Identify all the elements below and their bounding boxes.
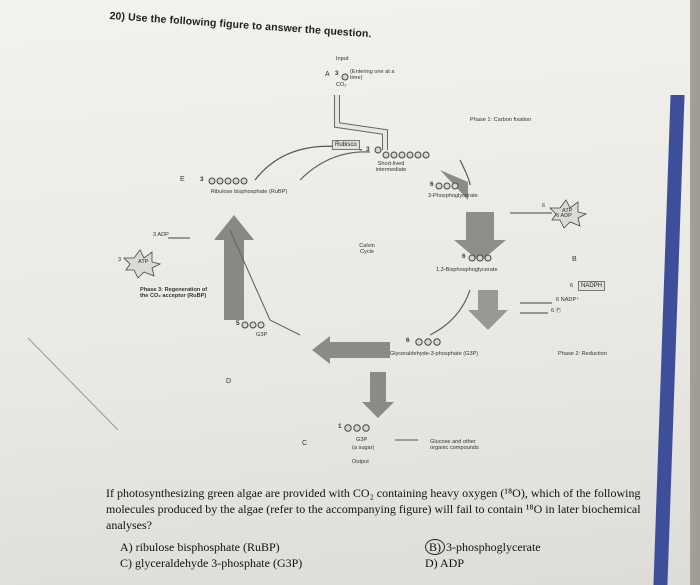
input-count: 3 <box>335 71 339 78</box>
nadp-label: 6 NADP⁺ <box>556 298 579 304</box>
output-g3p: G3P <box>356 438 367 444</box>
g3p-label: Glyceraldehyde-3-phosphate (G3P) <box>374 352 494 358</box>
pi-label: 6 Ⓟ <box>551 309 561 315</box>
calvin-cycle-label: Calvin Cycle <box>352 244 382 256</box>
adp-left-label: 3 ADP <box>153 233 169 239</box>
option-b[interactable]: B)3-phosphoglycerate <box>425 539 541 555</box>
pencil-mark <box>28 338 118 430</box>
arrow-to-g3p-outline <box>468 290 508 330</box>
bpg-count: 6 <box>462 254 466 261</box>
output-label: Output <box>352 460 369 466</box>
arrow-g3p-to-left <box>312 336 390 364</box>
bpg-label: 1,3-Bisphosphoglycerate <box>436 268 498 274</box>
input-note: (Entering one at a time) <box>350 70 400 82</box>
pg-count: 6 <box>430 182 434 189</box>
arrow-to-output <box>362 372 394 418</box>
atp-left-count: 3 <box>118 258 121 264</box>
pg-label: 3-Phosphoglycerate <box>428 194 478 200</box>
option-a[interactable]: A) ribulose bisphosphate (RuBP) <box>120 540 280 555</box>
atp-left-label: ATP <box>138 260 148 266</box>
short-lived-count: 3 <box>366 147 370 154</box>
input-label: Input <box>336 57 348 63</box>
letter-d: D <box>226 378 231 385</box>
short-lived-label: Short-lived intermediate <box>368 162 414 174</box>
g3p-left-count: 5 <box>236 321 240 328</box>
rubp-count: 3 <box>200 177 204 184</box>
phase3-label: Phase 3: Regeneration of the CO₂ accepto… <box>140 288 210 300</box>
atp-right-count: 6 <box>542 204 545 210</box>
letter-c: C <box>302 440 307 447</box>
question-stem: If photosynthesizing green algae are pro… <box>106 486 676 533</box>
nadph-count: 6 <box>570 284 573 290</box>
letter-b: B <box>572 256 577 263</box>
g3p-count: 6 <box>406 338 410 345</box>
phase2-label: Phase 2: Reduction <box>558 352 608 358</box>
phase1-label: Phase 1: Carbon fixation <box>470 118 531 124</box>
option-d[interactable]: D) ADP <box>425 556 464 571</box>
rubisco-box: Rubisco <box>332 140 360 150</box>
g3p-left-label: G3P <box>256 333 267 339</box>
glucose-label: Glucose and other organic compounds <box>430 440 492 452</box>
arrow-regeneration <box>214 215 254 320</box>
option-b-circled-letter: B) <box>425 539 445 555</box>
letter-e: E <box>180 176 185 183</box>
adp-right-label: 6 ADP <box>556 214 572 220</box>
nadph-box: NADPH <box>578 281 605 291</box>
option-b-text: 3-phosphoglycerate <box>446 540 541 554</box>
output-sugar: (a sugar) <box>352 446 374 452</box>
cycle-arc-top-left <box>255 146 362 180</box>
rubp-label: Ribulose bisphosphate (RuBP) <box>204 190 294 196</box>
output-count: 1 <box>338 424 342 431</box>
option-c[interactable]: C) glyceraldehyde 3-phosphate (G3P) <box>120 556 302 571</box>
co2-label: CO₂ <box>336 83 347 89</box>
letter-a: A <box>325 71 330 78</box>
